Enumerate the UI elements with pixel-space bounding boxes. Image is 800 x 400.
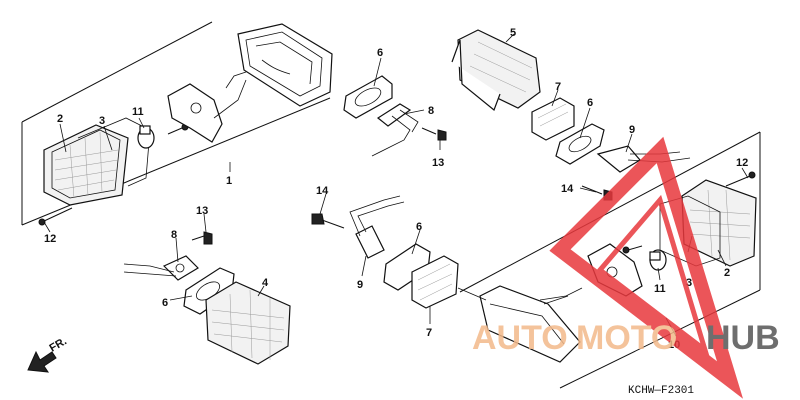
grommet-upper-left	[343, 75, 393, 119]
label-4: 4	[262, 277, 269, 289]
label-13: 13	[432, 157, 444, 169]
screw-right-small	[622, 245, 643, 254]
label-2b: 2	[724, 267, 730, 279]
label-7: 7	[555, 81, 561, 93]
bolt-lower-mid-14	[311, 213, 345, 229]
label-3b: 3	[686, 277, 692, 289]
bulb-right-11	[649, 249, 667, 271]
leader-lines	[43, 33, 749, 337]
stay-lower-left-8	[123, 255, 199, 281]
label-13b: 13	[196, 205, 208, 217]
diagram-code: KCHW—F2301	[628, 385, 694, 397]
label-6b: 6	[587, 97, 593, 109]
bolt-upper-left	[421, 127, 447, 141]
stay-upper-right-9	[596, 145, 691, 173]
front-label: FR.	[48, 335, 69, 354]
front-arrow-icon	[27, 350, 57, 373]
label-9: 9	[629, 124, 635, 136]
label-9b: 9	[357, 279, 363, 291]
socket-upper-right-7	[531, 97, 575, 141]
lens-lower-left-4	[205, 281, 291, 365]
label-7b: 7	[426, 327, 432, 339]
label-5: 5	[510, 27, 516, 39]
socket-lower-mid-7	[411, 255, 459, 309]
screw-upper-left-12	[38, 207, 73, 226]
lens-upper-left	[43, 124, 129, 206]
label-3: 3	[99, 115, 105, 127]
label-6: 6	[377, 47, 383, 59]
stay-lower-mid-9	[349, 195, 405, 259]
housing-upper-left	[225, 23, 333, 107]
label-6c: 6	[162, 297, 168, 309]
watermark-text-moto: MOTO	[576, 319, 677, 357]
label-1: 1	[226, 175, 232, 187]
label-8: 8	[428, 105, 434, 117]
label-6d: 6	[416, 221, 422, 233]
watermark: AUTO MOTO HUB	[472, 136, 780, 399]
bolt-lower-left-13	[191, 231, 213, 245]
label-14b: 14	[316, 185, 329, 197]
part-labels: 1 2 3 11 12 6 8 13 5 7 6 9 14 12 3 2 11 …	[44, 27, 748, 351]
label-8b: 8	[171, 229, 177, 241]
label-11b: 11	[654, 283, 666, 295]
watermark-text-hub: HUB	[706, 319, 780, 357]
right-group-outline	[459, 131, 761, 389]
watermark-text-auto: AUTO	[472, 319, 568, 357]
label-12b: 12	[736, 157, 748, 169]
housing-right-10	[479, 285, 583, 363]
watermark-logo-icon	[549, 136, 744, 399]
lens-right-2	[681, 179, 757, 267]
grommet-upper-right-6	[555, 123, 605, 165]
label-12: 12	[44, 233, 56, 245]
bulb-upper-left	[137, 125, 155, 149]
screw-right-12	[725, 171, 756, 187]
label-11: 11	[132, 106, 144, 118]
label-2: 2	[57, 113, 63, 125]
wire-lower-mid	[457, 287, 569, 305]
label-14: 14	[561, 183, 574, 195]
front-direction-indicator: FR.	[27, 335, 69, 373]
socket-plate-upper-left	[167, 79, 247, 143]
lens-upper-right-5	[451, 29, 541, 111]
stay-upper-left	[371, 103, 419, 157]
